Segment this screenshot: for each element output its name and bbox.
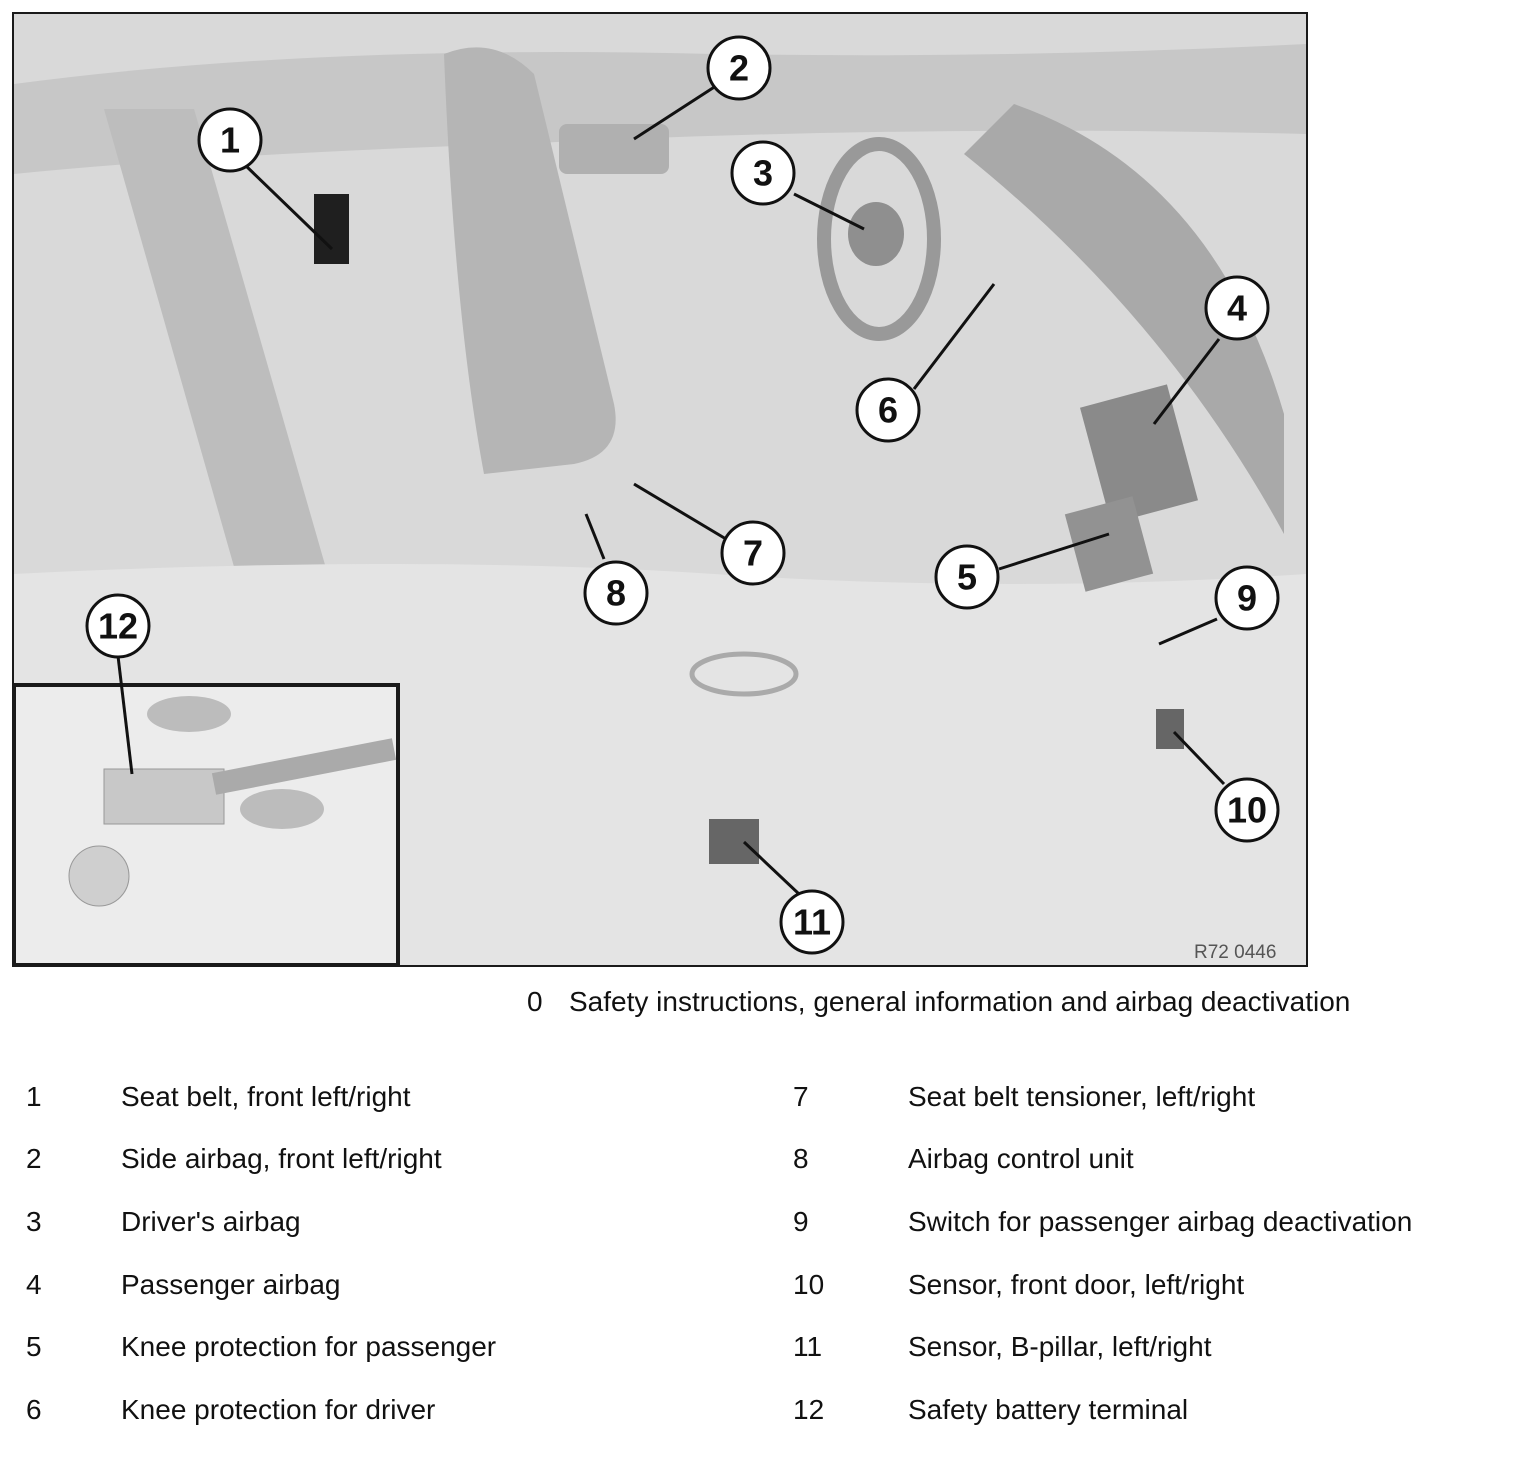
caption-number: 0 [527, 986, 543, 1017]
leader-line-11 [742, 840, 801, 896]
callout-1: 1 [197, 107, 263, 173]
inset-cable-shape [211, 738, 397, 795]
figure-caption: 0 Safety instructions, general informatio… [527, 986, 1350, 1018]
callout-number: 1 [220, 120, 240, 161]
callout-number: 6 [878, 390, 898, 431]
leader-line-5 [998, 532, 1110, 571]
callout-9: 9 [1214, 565, 1280, 631]
callout-11: 11 [779, 889, 845, 955]
legend-number: 4 [26, 1269, 42, 1300]
callout-4: 4 [1204, 275, 1270, 341]
callout-6: 6 [855, 377, 921, 443]
legend-text: Seat belt tensioner, left/right [908, 1081, 1256, 1112]
figure-code: R72 0446 [1194, 942, 1276, 963]
legend-text: Airbag control unit [908, 1143, 1134, 1174]
legend-number: 8 [793, 1143, 809, 1174]
legend-text: Safety battery terminal [908, 1394, 1189, 1425]
driver-seat-shape [444, 47, 616, 474]
inset-cell-shape [240, 789, 324, 829]
callout-number: 4 [1227, 288, 1247, 329]
legend-number: 2 [26, 1143, 42, 1174]
leader-line-12 [116, 655, 134, 775]
legend-number: 3 [26, 1206, 42, 1237]
leader-line-9 [1158, 617, 1218, 646]
airbag-system-illustration: 1 2 3 4 5 6 7 8 9 10 11 12 R72 0446 [12, 12, 1308, 967]
legend-text: Sensor, front door, left/right [908, 1269, 1245, 1300]
callout-7: 7 [720, 520, 786, 586]
inset-terminal-clamp [103, 768, 225, 825]
legend-number: 12 [793, 1394, 825, 1425]
seat-belt-buckle [314, 194, 349, 264]
steering-wheel-shape [817, 137, 941, 341]
callout-number: 5 [957, 557, 977, 598]
dashboard-shape [964, 104, 1284, 534]
leader-line-1 [242, 162, 334, 251]
inset-terminal-post [68, 845, 130, 907]
callout-number: 3 [753, 153, 773, 194]
leader-line-2 [633, 82, 720, 141]
callout-8: 8 [583, 560, 649, 626]
leader-line-8 [584, 513, 606, 560]
callout-5: 5 [934, 544, 1000, 610]
battery-terminal-inset [14, 683, 400, 965]
callout-12: 12 [85, 593, 151, 659]
door-sensor-shape [1156, 709, 1184, 749]
callout-2: 2 [706, 35, 772, 101]
leader-line-7 [633, 482, 727, 541]
legend-text: Switch for passenger airbag deactivation [908, 1206, 1413, 1237]
knee-airbag-module [1064, 496, 1154, 592]
leader-line-10 [1172, 730, 1226, 786]
legend-number: 6 [26, 1394, 42, 1425]
callout-number: 12 [98, 606, 138, 647]
callout-number: 7 [743, 533, 763, 574]
callout-leader-lines [116, 82, 1226, 896]
side-airbag-module [559, 124, 669, 174]
legend-number: 9 [793, 1206, 809, 1237]
legend-text: Sensor, B-pillar, left/right [908, 1331, 1212, 1362]
caption-text: Safety instructions, general information… [569, 986, 1351, 1017]
callout-markers: 1 2 3 4 5 6 7 8 9 10 11 12 [85, 35, 1280, 955]
callout-3: 3 [730, 140, 796, 206]
passenger-airbag-module [1080, 384, 1198, 524]
leader-line-6 [912, 283, 996, 390]
windshield-frame [14, 44, 1306, 174]
callout-number: 2 [729, 48, 749, 89]
driver-airbag-shape [848, 202, 904, 266]
callout-number: 8 [606, 573, 626, 614]
illustration-svg: 1 2 3 4 5 6 7 8 9 10 11 12 R72 0446 [14, 14, 1306, 965]
inset-cell-shape [147, 696, 231, 732]
legend-text: Knee protection for driver [121, 1394, 436, 1425]
legend-number: 5 [26, 1331, 42, 1362]
door-handle-shape [689, 651, 799, 697]
callout-number: 11 [793, 902, 831, 943]
legend-text: Seat belt, front left/right [121, 1081, 411, 1112]
legend-number: 1 [26, 1081, 42, 1112]
leader-line-4 [1152, 338, 1221, 425]
leader-line-3 [793, 192, 865, 231]
legend-text: Side airbag, front left/right [121, 1143, 442, 1174]
legend-number: 11 [793, 1331, 823, 1362]
callout-number: 9 [1237, 578, 1257, 619]
b-pillar-sensor-shape [709, 819, 759, 864]
callout-number: 10 [1227, 790, 1267, 831]
legend-number: 10 [793, 1269, 825, 1300]
legend-text: Knee protection for passenger [121, 1331, 497, 1362]
callout-10: 10 [1214, 777, 1280, 843]
legend-text: Driver's airbag [121, 1206, 301, 1237]
legend-number: 7 [793, 1081, 809, 1112]
legend-text: Passenger airbag [121, 1269, 341, 1300]
